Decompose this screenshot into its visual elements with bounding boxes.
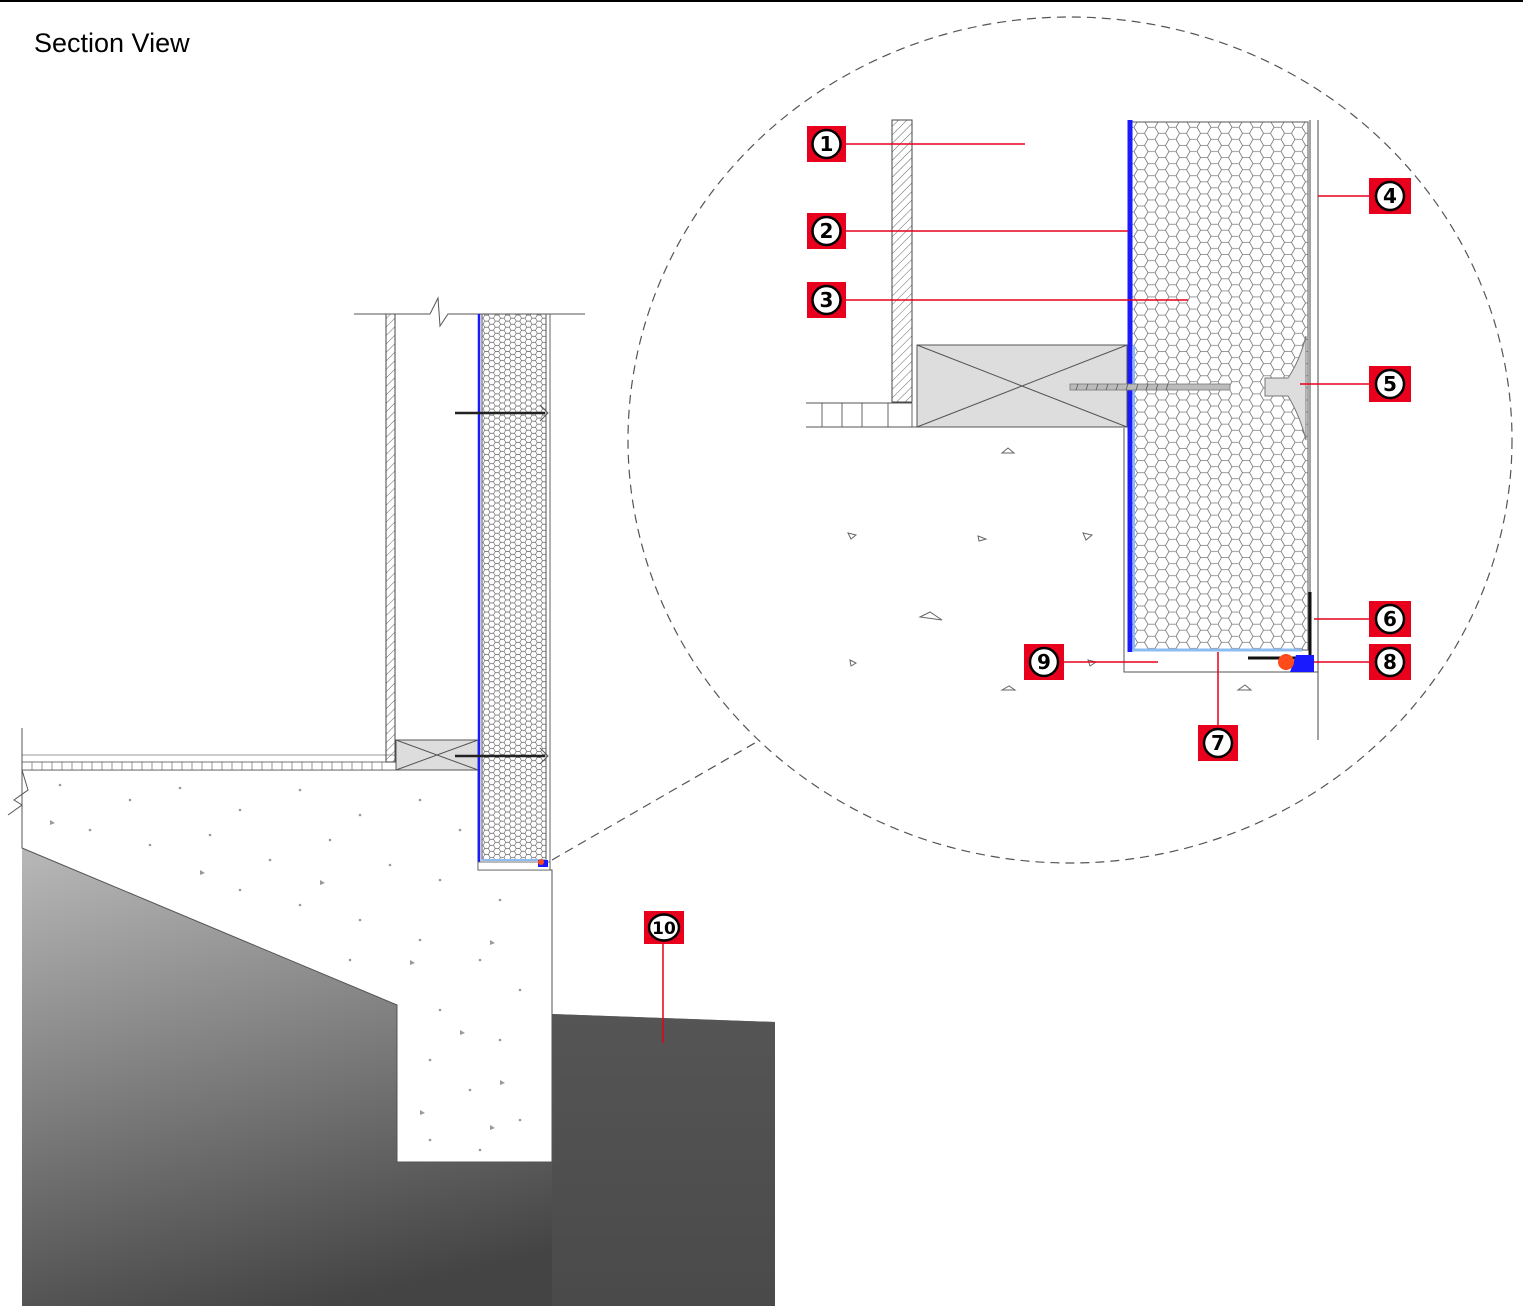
concrete-aggregate <box>50 783 522 1152</box>
interior-wall <box>385 313 396 763</box>
detail-zoom <box>551 16 1513 864</box>
callout-5: 5 <box>1369 366 1411 402</box>
svg-text:7: 7 <box>1211 731 1225 755</box>
svg-text:1: 1 <box>820 132 834 156</box>
main-section <box>7 296 775 1306</box>
callout-8: 8 <box>1369 644 1411 680</box>
svg-text:9: 9 <box>1037 650 1051 674</box>
callout-3: 3 <box>807 282 846 318</box>
callout-9: 9 <box>1024 644 1064 680</box>
callout-1: 1 <box>807 126 846 162</box>
detail-circle <box>627 16 1513 864</box>
insulation-board <box>481 313 547 861</box>
svg-text:8: 8 <box>1383 650 1397 674</box>
callout-4: 4 <box>1369 178 1411 214</box>
detail-connector <box>551 739 761 861</box>
callout-6: 6 <box>1369 601 1411 637</box>
svg-text:4: 4 <box>1383 184 1397 208</box>
top-border <box>0 0 1523 2</box>
callout-2: 2 <box>807 213 846 249</box>
soil-right <box>552 1014 775 1306</box>
svg-text:3: 3 <box>820 288 834 312</box>
callout-7: 7 <box>1198 725 1238 761</box>
svg-text:10: 10 <box>652 919 676 939</box>
callout-10: 10 <box>644 911 684 944</box>
svg-text:5: 5 <box>1383 372 1397 396</box>
floor-finish <box>7 728 397 816</box>
page-title: Section View <box>34 28 190 58</box>
leader-lines <box>662 143 1369 1043</box>
svg-text:6: 6 <box>1383 607 1397 631</box>
svg-text:2: 2 <box>820 219 834 243</box>
